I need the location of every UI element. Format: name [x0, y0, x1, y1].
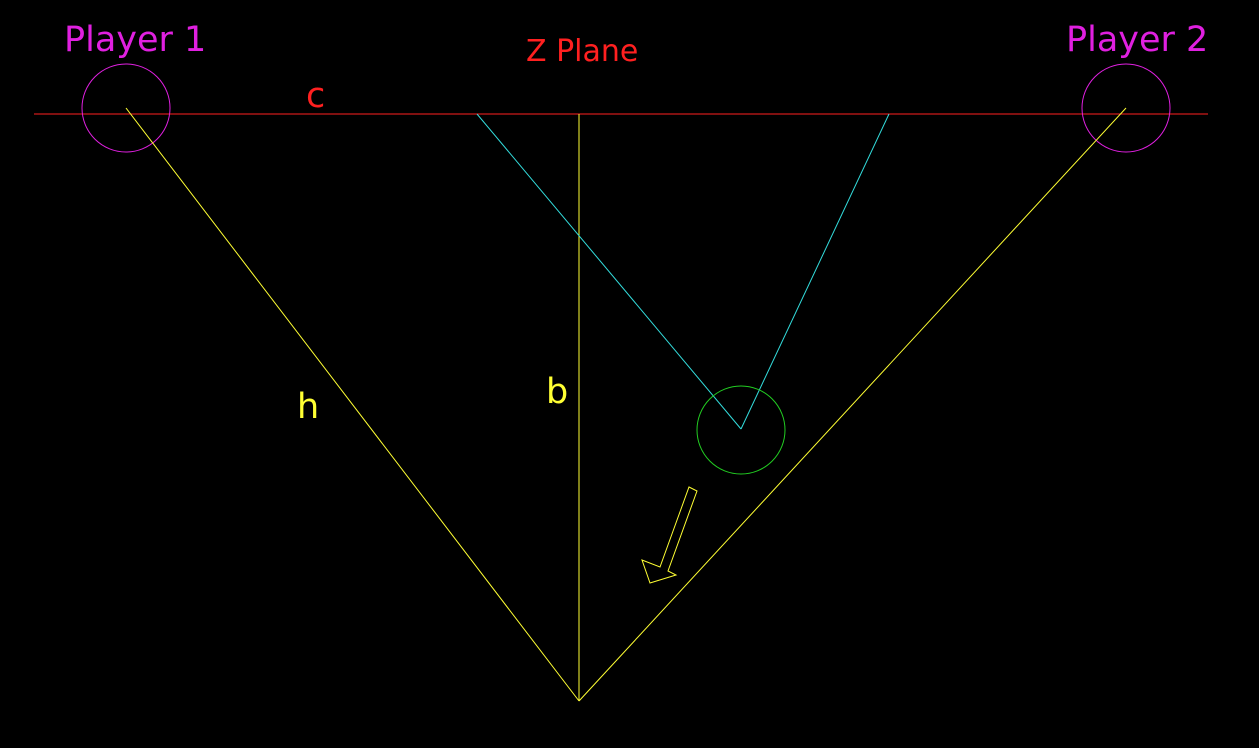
h-label: h: [297, 387, 319, 427]
ball-circle: [696, 385, 786, 475]
reflection-line-left: [476, 113, 742, 430]
player-1-label: Player 1: [64, 20, 206, 60]
line-right: [578, 107, 1127, 702]
b-label: b: [546, 372, 568, 412]
player-2-circle: [1081, 63, 1171, 153]
z-plane-label: Z Plane: [526, 34, 638, 69]
player-2-label: Player 2: [1066, 20, 1208, 60]
line-h: [125, 107, 580, 702]
c-label: c: [306, 76, 325, 116]
arrow-down-left-icon: [641, 486, 698, 584]
reflection-line-right: [740, 113, 890, 430]
player-1-circle: [81, 63, 171, 153]
